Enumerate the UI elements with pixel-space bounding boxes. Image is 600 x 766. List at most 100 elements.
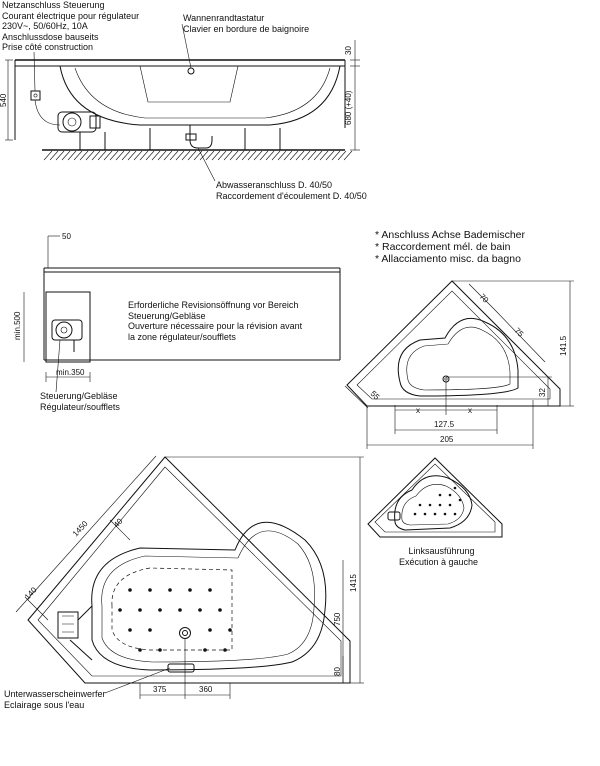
jet-dot [428, 503, 432, 507]
jets-large [118, 588, 232, 652]
dim-70: 70 [478, 292, 491, 305]
jet-dot [178, 608, 182, 612]
hatch-line [271, 150, 281, 161]
hatch-line [97, 150, 107, 161]
hatch-line [265, 150, 275, 161]
jet-dot [458, 498, 462, 502]
hatch-line [283, 150, 293, 161]
jet-dot [168, 588, 172, 592]
dim-1450: 1450 [71, 519, 90, 539]
note-controller-blower: Steuerung/Gebläse Régulateur/soufflets [40, 391, 120, 412]
note-revision-opening: Erforderliche Revisionsöffnung vor Berei… [128, 300, 303, 342]
jet-dot [438, 493, 442, 497]
jet-dot [223, 648, 227, 652]
jet-dot [128, 628, 132, 632]
jets-left-version [413, 486, 462, 516]
jet-dot [118, 608, 122, 612]
hatch-line [337, 150, 347, 161]
jet-dot [448, 503, 452, 507]
jet-dot [188, 588, 192, 592]
hatch-line [139, 150, 149, 161]
note-rim-keyboard: Wannenrandtastatur Clavier en bordure de… [183, 13, 310, 34]
dim-80: 80 [333, 667, 342, 676]
jet-dot [443, 512, 447, 516]
dim-55: 55 [369, 389, 382, 402]
jet-dot [138, 608, 142, 612]
note-underwater-light: Unterwasserscheinwerfer Eclairage sous l… [4, 689, 106, 710]
hatch-line [235, 150, 245, 161]
hatch-line [163, 150, 173, 161]
dim-140: 140 [23, 585, 39, 601]
hatch-line [145, 150, 155, 161]
hatch-line [103, 150, 113, 161]
drain-icon [179, 627, 191, 639]
hatch-line [319, 150, 329, 161]
dim-680: 680 (+40) [344, 90, 353, 125]
hatch-line [211, 150, 221, 161]
hatch-line [181, 150, 191, 161]
hatch-line [187, 150, 197, 161]
hatch-line [325, 150, 335, 161]
hatch-line [133, 150, 143, 161]
dim-750: 750 [333, 612, 342, 626]
dim-75: 75 [513, 326, 526, 339]
jet-dot [423, 512, 427, 516]
jet-dot [453, 512, 457, 516]
hatch-line [223, 150, 233, 161]
jet-dot [228, 628, 232, 632]
jet-dot [208, 628, 212, 632]
hatch-line [115, 150, 125, 161]
hatch-line [61, 150, 71, 161]
hatch-line [259, 150, 269, 161]
hatch-line [79, 150, 89, 161]
hatch-line [217, 150, 227, 161]
hatch-line [109, 150, 119, 161]
jet-dot [438, 503, 442, 507]
dim-127-5: 127.5 [434, 420, 455, 429]
dim-141-5: 141.5 [559, 335, 568, 356]
hatch-line [49, 150, 59, 161]
jet-dot [413, 512, 417, 516]
note-power-supply: Netzanschluss Steuerung Courant électriq… [2, 0, 140, 52]
hatch-line [229, 150, 239, 161]
jet-dot [448, 493, 452, 497]
jet-dot [453, 486, 457, 490]
left-version-view [367, 457, 503, 538]
hatch-line [277, 150, 287, 161]
hatch-line [55, 150, 65, 161]
hatch-line [253, 150, 263, 161]
hatch-line [85, 150, 95, 161]
dim-375: 375 [153, 685, 167, 694]
dim-1415: 1415 [349, 574, 358, 592]
hatch-line [301, 150, 311, 161]
jet-dot [148, 588, 152, 592]
front-view: 50 min.500 min.350 [13, 232, 341, 393]
jet-dot [158, 608, 162, 612]
keypad-icon [167, 663, 195, 673]
small-plan-view: 70 75 141.5 32 55 x x 127.5 205 [344, 280, 574, 449]
hatch-line [193, 150, 203, 161]
hatch-line [175, 150, 185, 161]
jet-dot [203, 648, 207, 652]
jet-dot [158, 648, 162, 652]
jet-dot [433, 512, 437, 516]
hatch-line [343, 150, 353, 161]
hatch-line [91, 150, 101, 161]
hatch-line [289, 150, 299, 161]
dim-30: 30 [344, 46, 353, 55]
dim-50: 50 [62, 232, 71, 241]
dim-x-left: x [416, 406, 420, 415]
jet-dot [418, 503, 422, 507]
hatch-line [295, 150, 305, 161]
hatch-line [67, 150, 77, 161]
hatch-line [199, 150, 209, 161]
hatch-line [205, 150, 215, 161]
hatch-line [43, 150, 53, 161]
hatch-line [247, 150, 257, 161]
jet-dot [208, 588, 212, 592]
note-left-version: Linksausführung Exécution à gauche [399, 546, 479, 567]
dim-205: 205 [440, 435, 454, 444]
jet-dot [198, 608, 202, 612]
hatch-line [127, 150, 137, 161]
